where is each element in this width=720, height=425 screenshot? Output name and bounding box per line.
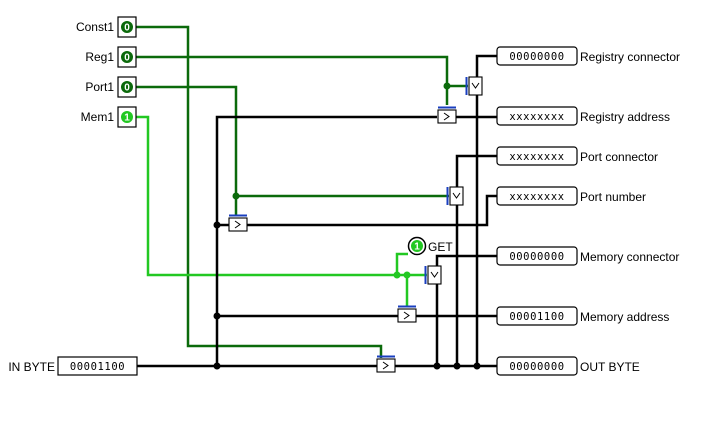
get-led [411, 240, 423, 252]
memory-connector-label: Memory connector [580, 250, 679, 264]
wire-reg1 [136, 55, 468, 105]
port-number-register: xxxxxxxx Port number [496, 186, 646, 206]
in-byte-label: IN BYTE [8, 360, 55, 374]
pin-port1[interactable]: Port1 0 [85, 76, 137, 98]
wire-in-byte-bus [137, 115, 437, 370]
pin-reg1-led [121, 51, 133, 63]
get-button-label: GET [428, 240, 453, 254]
memory-connector-value: 00000000 [509, 251, 564, 263]
registry-address-value: xxxxxxxx [509, 111, 564, 123]
port-connector-label: Port connector [580, 150, 658, 164]
port-number-label: Port number [580, 190, 646, 204]
pin-mem1[interactable]: Mem1 1 [81, 106, 137, 128]
registry-connector-register: 00000000 Registry connector [496, 46, 680, 66]
out-byte-label: OUT BYTE [580, 360, 640, 374]
pin-reg1[interactable]: Reg1 0 [85, 46, 137, 68]
pin-mem1-led [121, 111, 133, 123]
memory-address-label: Memory address [580, 310, 669, 324]
memory-connector-register: 00000000 Memory connector [496, 246, 679, 266]
get-button[interactable]: 1 GET [407, 236, 454, 256]
port-connector-value: xxxxxxxx [509, 151, 564, 163]
buffer-registry-connector [465, 76, 483, 96]
buffer-out-byte [376, 355, 396, 373]
wire-port1 [136, 85, 449, 215]
wire-address-outputs [246, 115, 497, 318]
pin-const1-led [121, 21, 133, 33]
memory-address-value: 00001100 [509, 311, 564, 323]
pin-mem1-label: Mem1 [81, 110, 115, 124]
pin-mem1-value: 1 [124, 113, 130, 124]
buffer-memory-address [397, 305, 417, 323]
registry-address-register: xxxxxxxx Registry address [496, 106, 670, 126]
buffer-port-number [228, 214, 248, 232]
registry-connector-value: 00000000 [509, 51, 564, 63]
wire-const1 [136, 25, 383, 358]
buffer-registry-address [437, 106, 457, 124]
out-byte-value: 00000000 [509, 361, 564, 373]
port-number-value: xxxxxxxx [509, 191, 564, 203]
registry-connector-label: Registry connector [580, 50, 680, 64]
memory-address-register: 00001100 Memory address [496, 306, 669, 326]
pin-reg1-value: 0 [124, 53, 130, 64]
registry-address-label: Registry address [580, 110, 670, 124]
in-byte-value: 00001100 [70, 361, 125, 373]
get-button-value: 1 [414, 242, 420, 253]
buffer-memory-connector [424, 265, 442, 285]
wire-mem1 [136, 115, 427, 307]
in-byte-register[interactable]: IN BYTE 00001100 [8, 356, 138, 376]
pin-const1-value: 0 [124, 23, 130, 34]
pin-reg1-label: Reg1 [85, 50, 114, 64]
wire-out-byte-bus [395, 54, 497, 370]
pin-const1-label: Const1 [76, 20, 114, 34]
pin-port1-label: Port1 [85, 80, 114, 94]
pin-port1-led [121, 81, 133, 93]
pin-port1-value: 0 [124, 83, 130, 94]
out-byte-register: 00000000 OUT BYTE [496, 356, 640, 376]
buffer-port-connector [446, 186, 464, 206]
pin-const1[interactable]: Const1 0 [76, 16, 137, 38]
port-connector-register: xxxxxxxx Port connector [496, 146, 658, 166]
